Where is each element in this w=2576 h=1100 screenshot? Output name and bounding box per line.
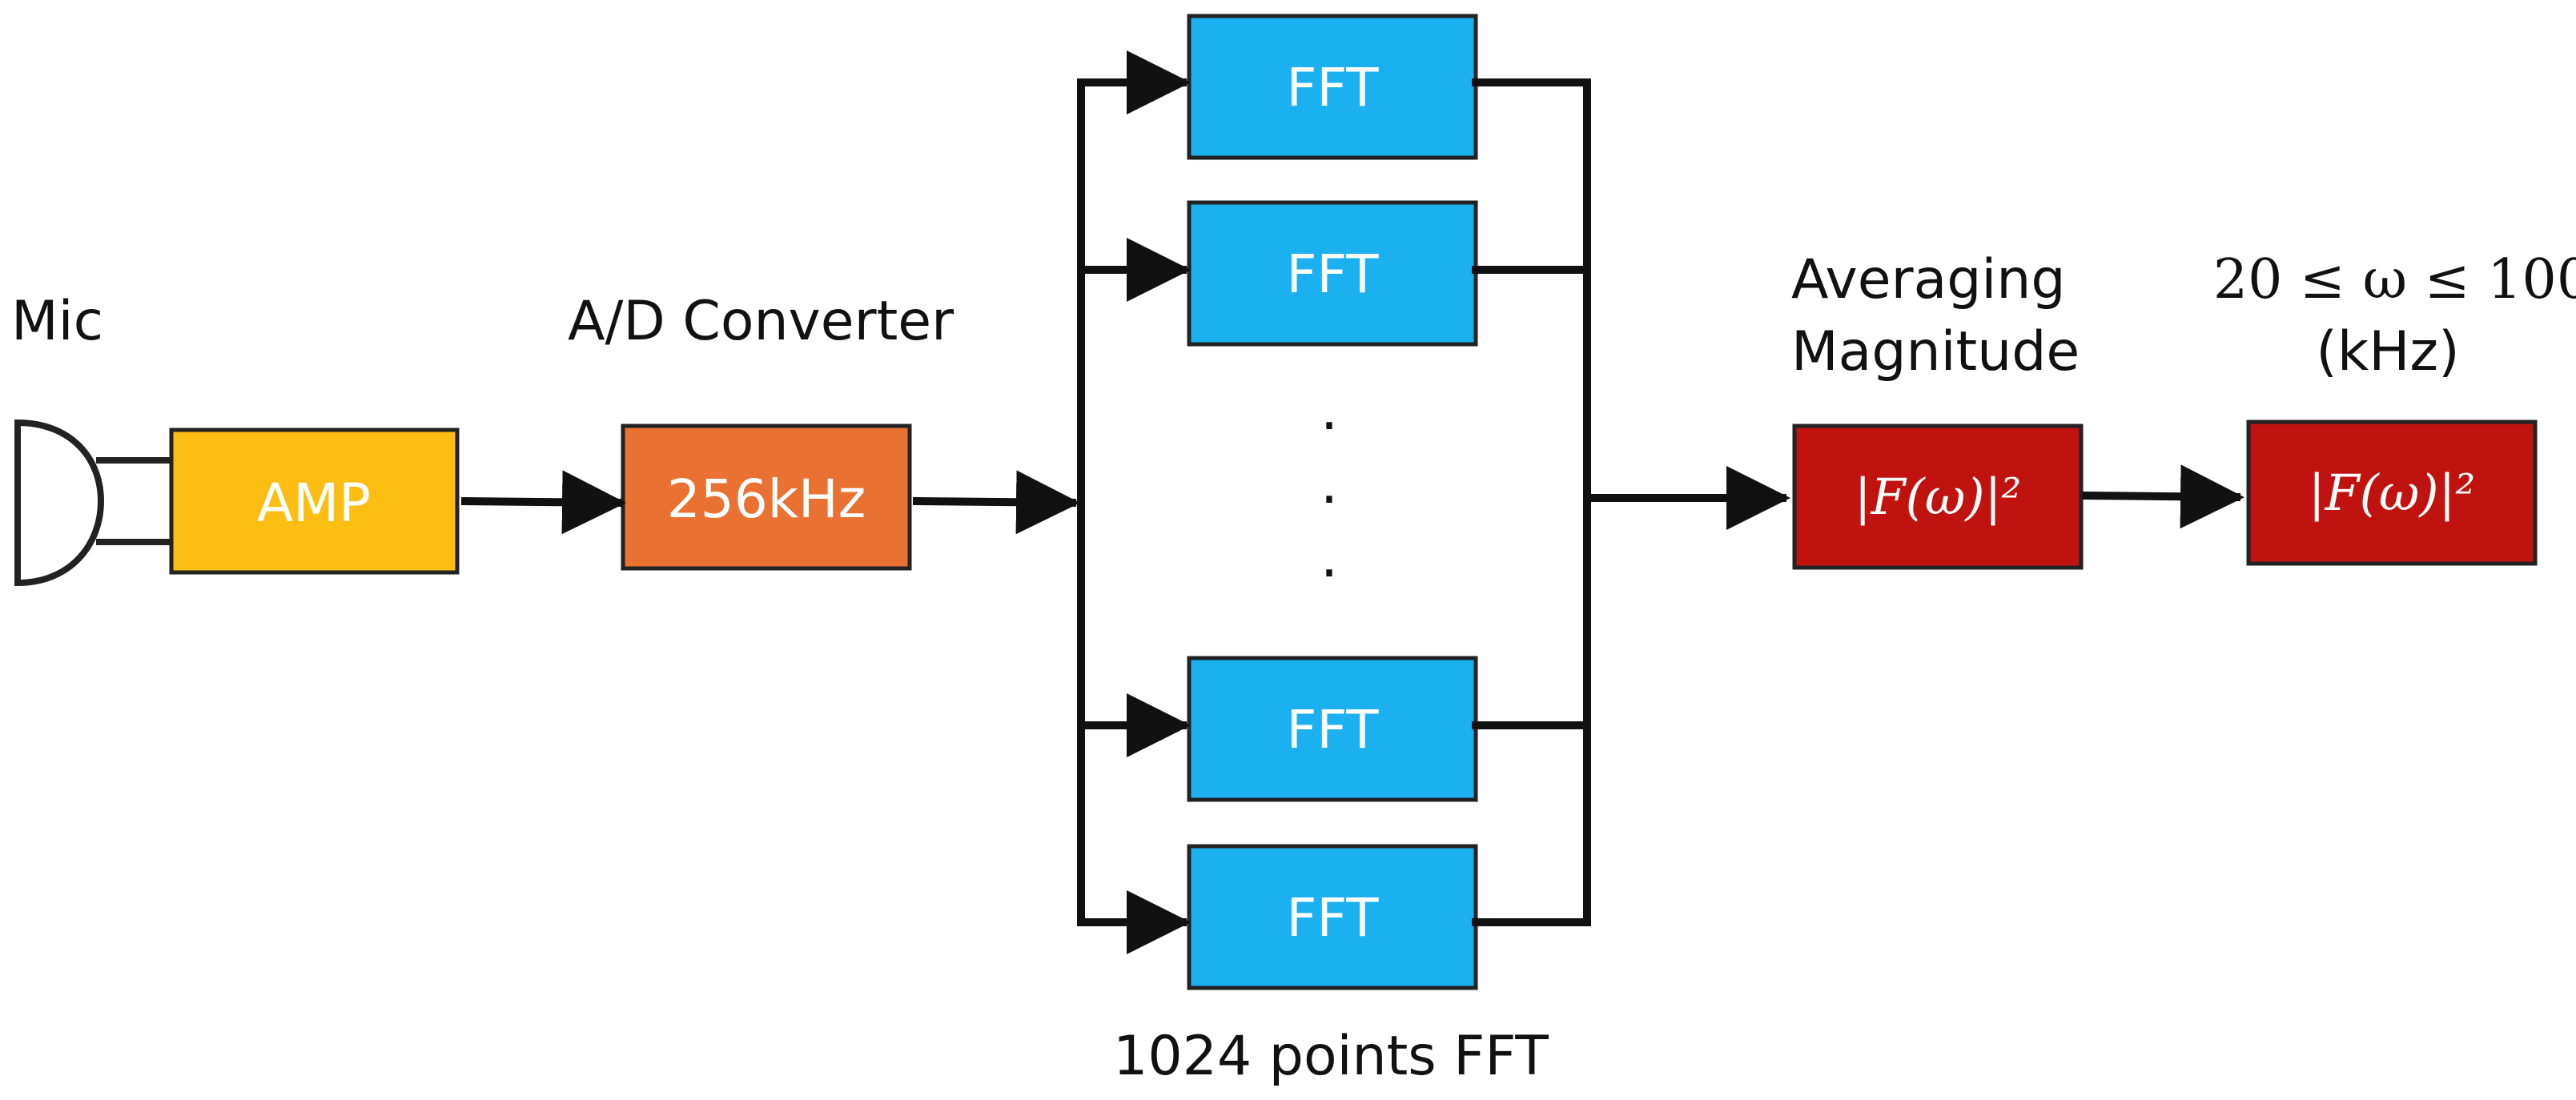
band-magnitude-block: |F(ω)|² — [2246, 420, 2538, 566]
fft-label: FFT — [1286, 699, 1379, 761]
amp-label: AMP — [257, 472, 371, 534]
fft-block-1: FFT — [1187, 14, 1478, 160]
averaging-label-line2: Magnitude — [1791, 320, 2080, 383]
mic-label: Mic — [11, 290, 103, 353]
microphone-icon — [14, 419, 171, 587]
range-label-line2: (kHz) — [2316, 320, 2459, 383]
ellipsis-dot: · — [1320, 393, 1338, 459]
fft-block-4: FFT — [1187, 844, 1478, 990]
averaging-label-line1: Averaging — [1791, 248, 2066, 311]
fft-label: FFT — [1286, 57, 1379, 118]
fft-ellipsis: · · · — [1320, 393, 1338, 606]
arrow-adc-to-split — [912, 470, 1080, 535]
adc-block: 256kHz — [621, 424, 912, 571]
connectors — [460, 50, 2244, 954]
adc-label: A/D Converter — [568, 290, 954, 353]
amp-block: AMP — [169, 428, 460, 575]
adc-rate-label: 256kHz — [667, 468, 866, 530]
avg-magnitude-formula: |F(ω)|² — [1855, 468, 2022, 526]
averaging-magnitude-block: |F(ω)|² — [1792, 424, 2084, 570]
fft-block-2: FFT — [1187, 200, 1478, 347]
range-label-line1: 20 ≤ ω ≤ 100 — [2213, 248, 2576, 311]
band-magnitude-formula: |F(ω)|² — [2309, 464, 2476, 522]
fft-label: FFT — [1286, 243, 1379, 305]
ellipsis-dot: · — [1320, 467, 1338, 532]
fft-caption: 1024 points FFT — [1113, 1025, 1549, 1088]
arrow-avg-to-band — [2082, 464, 2244, 529]
ellipsis-dot: · — [1320, 540, 1338, 606]
fft-label: FFT — [1286, 887, 1379, 949]
arrow-amp-to-adc — [460, 470, 626, 535]
fft-block-3: FFT — [1187, 656, 1478, 802]
